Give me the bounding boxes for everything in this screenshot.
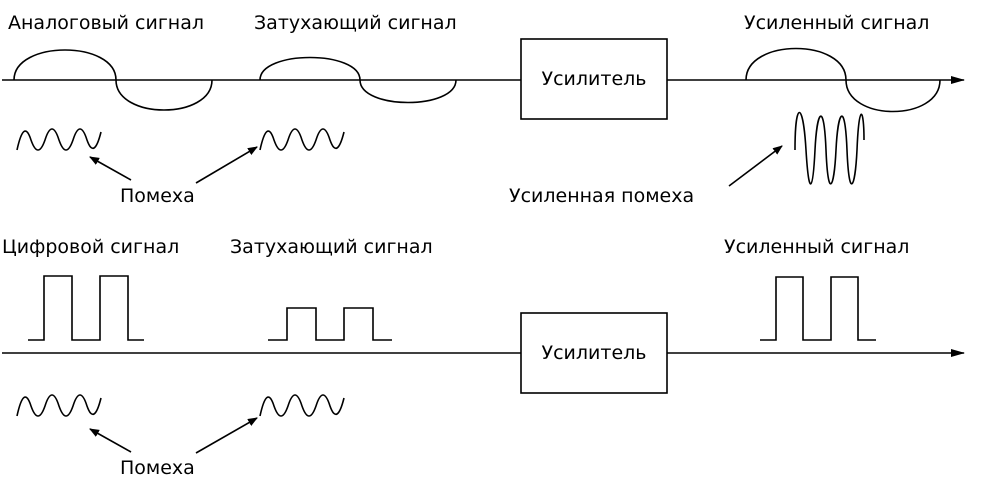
digital-noise-label: Помеха — [120, 457, 195, 479]
analog-amplifier-label: Усилитель — [541, 68, 647, 90]
digital-amplifier-box — [520, 312, 668, 394]
analog-input-waveform — [13, 49, 213, 111]
digital-amplified-waveform — [760, 276, 876, 341]
digital-attenuated-label: Затухающий сигнал — [230, 236, 433, 258]
analog-noise-arrow-left — [89, 156, 132, 181]
analog-amplifier-box — [520, 38, 668, 120]
analog-attenuated-label: Затухающий сигнал — [254, 12, 457, 34]
digital-noise-arrow-right — [195, 417, 258, 454]
analog-amplified-noise-arrow — [728, 145, 783, 187]
analog-amplified-noise-label: Усиленная помеха — [509, 185, 695, 207]
digital-amplifier-label: Усилитель — [541, 342, 647, 364]
analog-noise-arrow-right — [195, 146, 258, 184]
digital-attenuated-waveform — [268, 307, 392, 341]
analog-amplified-noise-wave — [794, 112, 865, 185]
analog-noise-label: Помеха — [120, 185, 195, 207]
digital-noise-arrow-left — [89, 428, 132, 453]
analog-amplified-label: Усиленный сигнал — [744, 12, 930, 34]
digital-attenuated-noise-wave — [259, 394, 345, 417]
digital-input-label: Цифровой сигнал — [2, 236, 180, 258]
analog-attenuated-waveform — [259, 56, 457, 104]
analog-input-label: Аналоговый сигнал — [8, 12, 205, 34]
digital-input-waveform — [28, 275, 144, 341]
analog-input-noise-wave — [16, 128, 102, 151]
digital-amplified-label: Усиленный сигнал — [724, 236, 910, 258]
analog-attenuated-noise-wave — [259, 128, 345, 151]
digital-input-noise-wave — [16, 394, 102, 417]
analog-amplified-waveform — [745, 47, 941, 113]
